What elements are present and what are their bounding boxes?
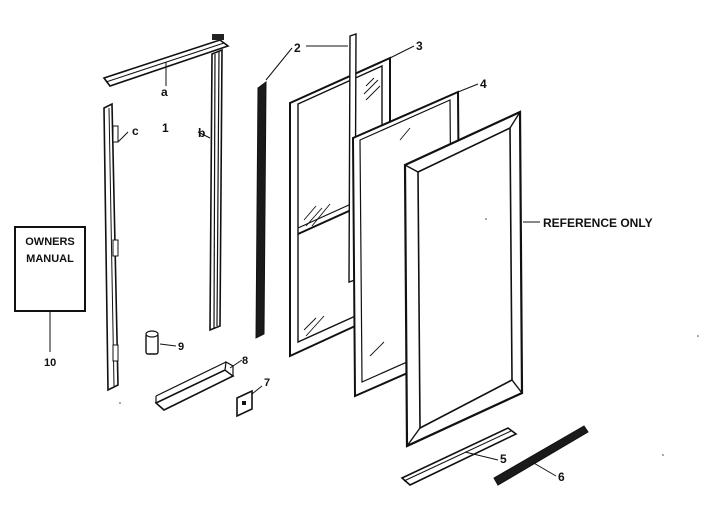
label-7: 7 [264, 377, 270, 389]
part-6-bottom-sweep [493, 425, 589, 486]
label-2: 2 [294, 41, 301, 55]
manual-line-1: OWNERS [25, 236, 75, 248]
label-9: 9 [178, 341, 184, 353]
label-4: 4 [480, 77, 487, 91]
manual-line-2: MANUAL [26, 253, 74, 265]
part-2-vertical-strip [255, 45, 348, 339]
scan-specks [119, 218, 699, 456]
label-3: 3 [416, 39, 423, 53]
label-8: 8 [242, 355, 248, 367]
label-10: 10 [44, 357, 56, 369]
label-b: b [198, 126, 205, 140]
label-a: a [161, 85, 168, 99]
label-reference-only: REFERENCE ONLY [543, 216, 653, 230]
part-7-bracket [236, 385, 263, 418]
part-10-owners-manual: OWNERS MANUAL [14, 226, 86, 352]
label-c: c [132, 124, 139, 138]
label-6: 6 [558, 470, 565, 484]
part-9-cap [145, 330, 177, 355]
label-5: 5 [500, 452, 507, 466]
part-a-top-rail [102, 34, 230, 87]
part-c-side-channel [103, 102, 129, 392]
door-frame-reference [403, 110, 540, 448]
part-5-threshold [400, 427, 518, 486]
label-1: 1 [162, 121, 169, 135]
part-8-block [154, 359, 243, 411]
part-b-weatherstrip [197, 48, 223, 332]
